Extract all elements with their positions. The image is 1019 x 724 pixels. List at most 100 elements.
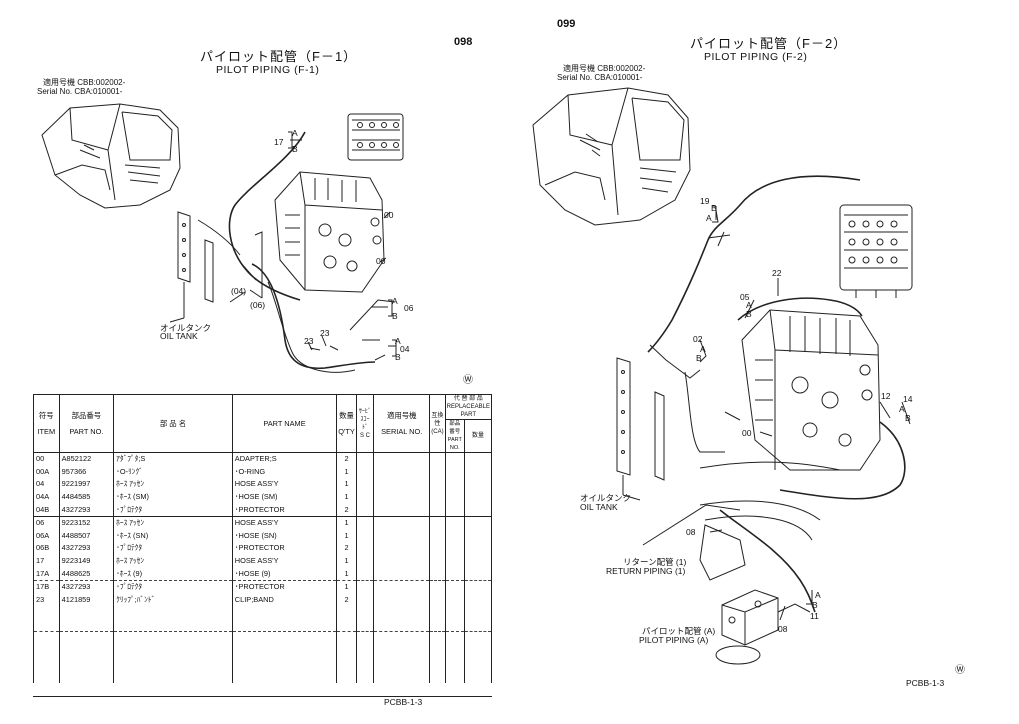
- row-empty-cell: [429, 515, 446, 530]
- right-control-valve: [741, 309, 881, 471]
- row-empty-cell: [444, 631, 466, 645]
- callout-19: 19: [700, 196, 710, 206]
- row-name-en: ･HOSE (SN): [231, 529, 338, 543]
- row-empty-cell: [464, 670, 492, 683]
- table-row-empty: [33, 670, 492, 683]
- row-empty-cell: [355, 503, 375, 517]
- right-page-number: 099: [557, 18, 576, 30]
- callout-A: A: [395, 336, 401, 346]
- table-row-empty: [33, 657, 492, 671]
- callout-04-ref: (04): [231, 286, 247, 296]
- right-footer: PCBB-1-3: [906, 678, 945, 688]
- left-oil-tank-jp: オイルタンク: [160, 323, 212, 333]
- row-empty-cell: [355, 631, 375, 645]
- row-name-en: ･PROTECTOR: [231, 579, 338, 594]
- right-return-jp: リターン配管 (1): [623, 557, 687, 567]
- right-w-mark: Ⓦ: [955, 665, 965, 676]
- row-empty-cell: [429, 542, 446, 555]
- row-empty-cell: [355, 465, 375, 479]
- row-empty-cell: [355, 670, 375, 683]
- row-empty-cell: [464, 554, 492, 568]
- callout-08: 08: [778, 624, 788, 634]
- row-empty-cell: [355, 657, 375, 671]
- callout-12: 12: [881, 391, 891, 401]
- callout-23: 23: [304, 336, 314, 346]
- right-title-jp: パイロット配管（F－2）: [690, 36, 848, 51]
- left-title-jp: パイロット配管（F－1）: [200, 49, 358, 64]
- callout-06: 06: [404, 303, 414, 313]
- callout-B: B: [812, 600, 818, 610]
- row-empty-cell: [231, 618, 338, 632]
- row-empty-cell: [444, 490, 466, 504]
- row-empty-cell: [429, 451, 446, 466]
- callout-A: A: [815, 590, 821, 600]
- row-empty-cell: [355, 618, 375, 632]
- row-empty-cell: [464, 451, 492, 466]
- callout-B: B: [395, 352, 401, 362]
- callout-08: 08: [686, 527, 696, 537]
- row-empty-cell: [444, 465, 466, 479]
- left-footer: PCBB-1-3: [384, 697, 423, 707]
- row-empty-cell: [355, 606, 375, 619]
- row-name-en: HOSE ASS'Y: [231, 515, 338, 530]
- left-oil-tank-en: OIL TANK: [160, 331, 198, 341]
- row-empty-cell: [355, 542, 375, 555]
- left-page-number: 098: [454, 36, 473, 48]
- left-control-valve: [274, 171, 385, 293]
- right-pilot-a-jp: パイロット配管 (A): [642, 626, 716, 636]
- callout-A: A: [292, 128, 298, 138]
- callout-00: 00: [376, 256, 386, 266]
- right-pilot-a-en: PILOT PIPING (A): [639, 635, 709, 645]
- row-empty-cell: [429, 644, 446, 658]
- callout-B: B: [696, 353, 702, 363]
- table-frame: [33, 394, 492, 697]
- row-empty-cell: [464, 631, 492, 645]
- row-empty-cell: [464, 579, 492, 594]
- row-empty-cell: [464, 593, 492, 607]
- table-row-empty: [33, 644, 492, 658]
- row-empty-cell: [429, 490, 446, 504]
- callout-B: B: [711, 203, 717, 213]
- col-rp-partno: 部品番号 PART NO.: [444, 419, 466, 453]
- row-empty-cell: [444, 529, 466, 543]
- row-name-en: HOSE ASS'Y: [231, 478, 338, 491]
- right-title-en: PILOT PIPING (F-2): [704, 51, 808, 63]
- row-empty-cell: [464, 465, 492, 479]
- row-empty-cell: [231, 606, 338, 619]
- row-empty-cell: [429, 593, 446, 607]
- row-empty-cell: [355, 451, 375, 466]
- right-pilot-block: [715, 589, 811, 665]
- row-empty-cell: [444, 579, 466, 594]
- right-oil-tank-jp: オイルタンク: [580, 493, 632, 503]
- callout-B: B: [292, 144, 298, 154]
- row-empty-cell: [355, 554, 375, 568]
- row-empty-cell: [429, 670, 446, 683]
- row-empty-cell: [355, 478, 375, 491]
- row-name-en: ･O-RING: [231, 465, 338, 479]
- row-empty-cell: [444, 644, 466, 658]
- row-empty-cell: [464, 490, 492, 504]
- row-empty-cell: [429, 657, 446, 671]
- row-empty-cell: [355, 567, 375, 581]
- row-empty-cell: [355, 579, 375, 594]
- table-row-empty: [33, 631, 492, 645]
- callout-00: 00: [384, 210, 394, 220]
- row-name-en: ･PROTECTOR: [231, 503, 338, 517]
- row-empty-cell: [355, 490, 375, 504]
- callout-14: 14: [903, 394, 913, 404]
- callout-A: A: [746, 300, 752, 310]
- row-empty-cell: [429, 465, 446, 479]
- row-empty-cell: [429, 554, 446, 568]
- row-name-en: ･PROTECTOR: [231, 542, 338, 555]
- col-interchange: 互換性(CA): [429, 394, 446, 453]
